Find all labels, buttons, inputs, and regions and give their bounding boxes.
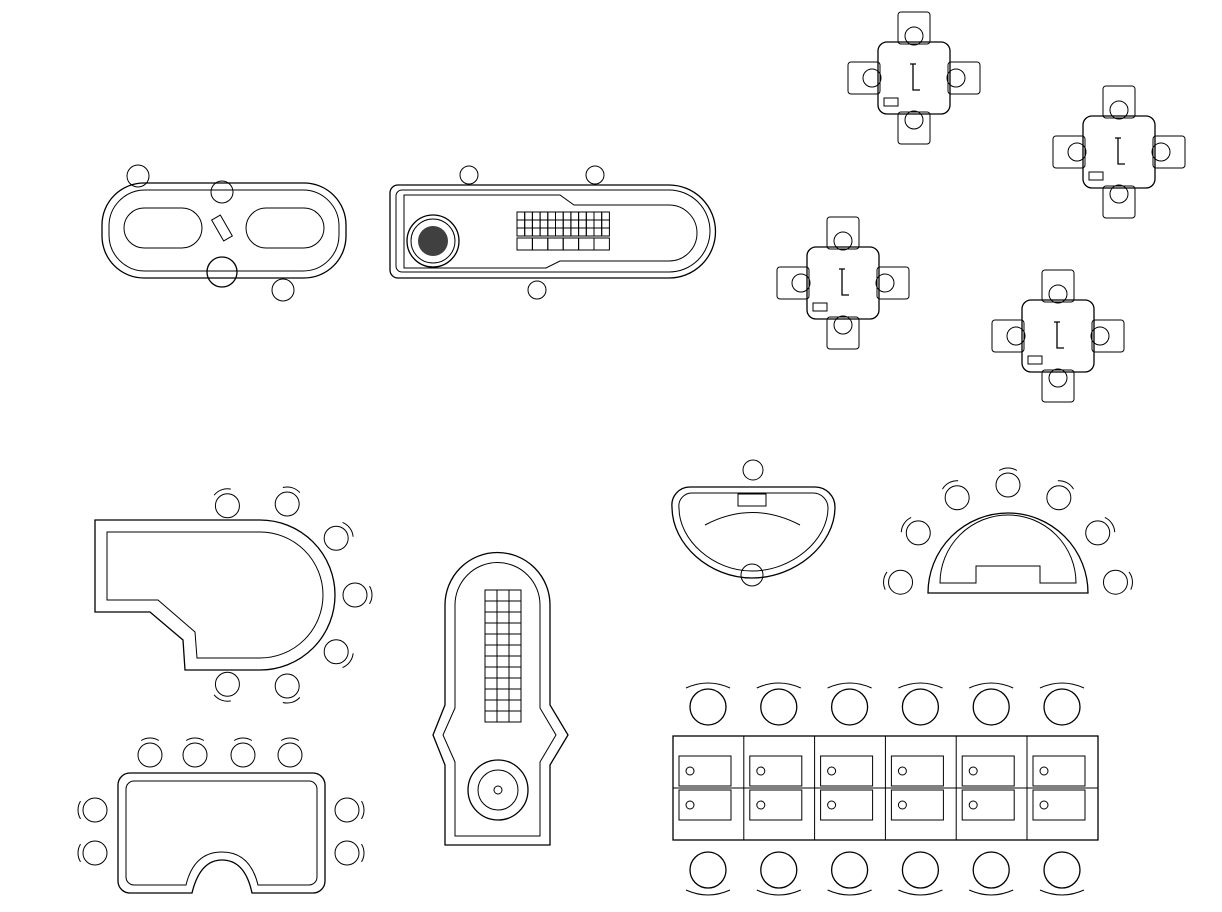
chair-icon xyxy=(334,840,365,866)
slot-machine xyxy=(1032,789,1086,821)
stool-icon xyxy=(1039,682,1085,726)
person-icon xyxy=(904,110,924,130)
chair-icon xyxy=(1041,369,1075,403)
chair-icon xyxy=(1052,135,1086,169)
chair-icon xyxy=(230,737,256,768)
chair-icon xyxy=(323,521,354,551)
person-icon xyxy=(1048,284,1068,304)
chair-icon xyxy=(213,671,240,702)
stool-icon xyxy=(968,851,1014,896)
person-icon xyxy=(791,273,811,293)
chair-icon xyxy=(897,11,931,45)
square-card-table xyxy=(847,11,981,145)
stool-icon xyxy=(898,682,943,726)
semicircle-table xyxy=(927,512,1089,594)
blackjack-table xyxy=(671,459,836,587)
chair-icon xyxy=(826,316,860,350)
square-card-table xyxy=(776,216,910,350)
person-icon xyxy=(833,231,853,251)
slot-machine xyxy=(961,789,1015,821)
chair-icon xyxy=(77,797,108,823)
chair-icon xyxy=(274,673,301,704)
stool-icon xyxy=(756,682,802,726)
roulette-table xyxy=(389,165,717,300)
tall-roulette-table xyxy=(432,551,569,846)
stool-icon xyxy=(1039,851,1085,896)
slot-machine xyxy=(820,755,874,787)
chair-icon xyxy=(847,61,881,95)
chair-icon xyxy=(1046,480,1074,511)
slot-machine xyxy=(749,789,803,821)
chair-icon xyxy=(323,639,354,669)
slot-machine xyxy=(890,755,944,787)
slot-machine xyxy=(961,755,1015,787)
stool-icon xyxy=(827,682,872,726)
chair-icon xyxy=(947,61,981,95)
slot-machine xyxy=(820,789,874,821)
person-icon xyxy=(1109,100,1129,120)
chair-icon xyxy=(1102,185,1136,219)
chair-icon xyxy=(77,840,108,866)
person-icon xyxy=(1006,326,1026,346)
square-card-table xyxy=(991,269,1125,403)
person-icon xyxy=(1109,184,1129,204)
slot-machine xyxy=(1032,755,1086,787)
person-icon xyxy=(833,315,853,335)
chair-icon xyxy=(1102,85,1136,119)
chair-icon xyxy=(826,216,860,250)
chair-icon xyxy=(900,516,931,546)
rectangular-table xyxy=(117,772,326,894)
chair-icon xyxy=(1041,269,1075,303)
chair-icon xyxy=(342,582,373,608)
chair-icon xyxy=(1085,516,1116,546)
person-icon xyxy=(1090,326,1110,346)
stool-icon xyxy=(968,682,1014,726)
chair-icon xyxy=(182,737,208,768)
person-icon xyxy=(904,26,924,46)
square-card-table xyxy=(1052,85,1186,219)
chair-icon xyxy=(1152,135,1186,169)
chair-icon xyxy=(942,480,970,511)
slot-machine xyxy=(890,789,944,821)
chair-icon xyxy=(995,467,1021,498)
stool-icon xyxy=(685,851,731,896)
chair-icon xyxy=(776,266,810,300)
person-icon xyxy=(1067,142,1087,162)
craps-table xyxy=(101,164,347,302)
slot-machine xyxy=(678,755,732,787)
chair-icon xyxy=(274,486,301,517)
person-icon xyxy=(946,68,966,88)
stool-icon xyxy=(898,851,943,896)
betting-grid xyxy=(484,589,522,723)
chair-icon xyxy=(876,266,910,300)
person-icon xyxy=(1048,368,1068,388)
stool-icon xyxy=(756,851,802,896)
chair-icon xyxy=(1091,319,1125,353)
betting-grid xyxy=(516,211,610,251)
chair-icon xyxy=(991,319,1025,353)
slot-machine-bank xyxy=(672,682,1099,896)
chair-icon xyxy=(883,569,914,595)
person-icon xyxy=(875,273,895,293)
stool-icon xyxy=(827,851,872,896)
slot-machine xyxy=(678,789,732,821)
person-icon xyxy=(1151,142,1171,162)
chair-icon xyxy=(897,111,931,145)
kidney-table xyxy=(94,519,336,671)
person-icon xyxy=(126,164,295,302)
chair-icon xyxy=(137,737,163,768)
chair-icon xyxy=(334,797,365,823)
chair-icon xyxy=(213,488,240,519)
chair-icon xyxy=(1102,569,1133,595)
stool-icon xyxy=(685,682,731,726)
chair-icon xyxy=(277,737,303,768)
slot-machine xyxy=(749,755,803,787)
person-icon xyxy=(862,68,882,88)
